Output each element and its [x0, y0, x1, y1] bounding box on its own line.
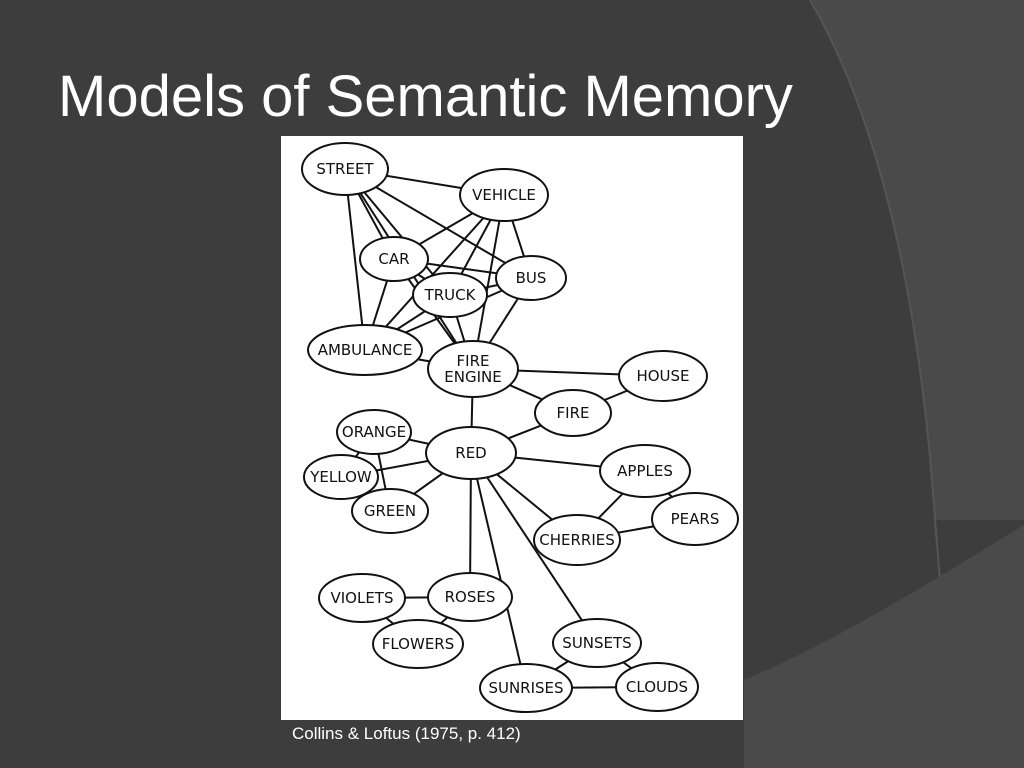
slide-title: Models of Semantic Memory	[58, 64, 793, 129]
node-ellipse-orange	[336, 409, 412, 455]
node-green: GREEN	[351, 488, 429, 534]
semantic-network-diagram: STREETVEHICLECARBUSTRUCKAMBULANCEFIREENG…	[301, 142, 739, 713]
node-flowers: FLOWERS	[372, 619, 464, 669]
background-curve-bottom	[744, 525, 1024, 768]
node-ellipse-apples	[599, 444, 691, 498]
node-pears: PEARS	[651, 492, 739, 546]
node-ellipse-vehicle	[459, 168, 549, 222]
node-ellipse-sunsets	[552, 618, 642, 668]
node-label-ambulance: AMBULANCE	[318, 341, 413, 359]
node-label-roses: ROSES	[445, 588, 496, 606]
node-label-truck: TRUCK	[424, 286, 477, 304]
node-sunrises: SUNRISES	[479, 663, 573, 713]
node-label-fire-engine-2: ENGINE	[444, 368, 501, 386]
node-ellipse-yellow	[303, 454, 379, 500]
node-ellipse-house	[618, 350, 708, 402]
node-label-fire-engine-1: FIRE	[457, 352, 490, 370]
node-label-cherries: CHERRIES	[539, 531, 615, 549]
edge-red-sunrises	[470, 452, 527, 689]
node-ellipse-ambulance	[307, 324, 423, 376]
node-label-orange: ORANGE	[342, 423, 406, 441]
node-ellipse-car	[359, 236, 429, 282]
node-ellipse-red	[425, 426, 517, 480]
node-ellipse-fire	[534, 389, 612, 437]
node-label-fire: FIRE	[557, 404, 590, 422]
node-label-violets: VIOLETS	[330, 589, 393, 607]
node-truck: TRUCK	[412, 272, 488, 318]
edge-street-ambulance	[344, 168, 366, 351]
node-ellipse-pears	[651, 492, 739, 546]
node-ellipse-violets	[318, 573, 406, 623]
node-ellipse-bus	[495, 255, 567, 301]
node-ellipse-clouds	[615, 662, 699, 712]
node-label-green: GREEN	[364, 502, 416, 520]
node-label-yellow: YELLOW	[309, 468, 372, 486]
node-label-flowers: FLOWERS	[382, 635, 455, 653]
node-ellipse-truck	[412, 272, 488, 318]
edge-vehicle-ambulance	[364, 194, 505, 351]
edge-vehicle-fire-engine	[472, 194, 505, 370]
node-orange: ORANGE	[336, 409, 412, 455]
node-ellipse-cherries	[533, 514, 621, 566]
figure-caption: Collins & Loftus (1975, p. 412)	[292, 724, 521, 743]
node-ellipse-fire-engine	[427, 340, 519, 398]
node-bus: BUS	[495, 255, 567, 301]
node-ellipse-sunrises	[479, 663, 573, 713]
background-curve-right	[810, 0, 1024, 520]
node-ellipse-flowers	[372, 619, 464, 669]
node-car: CAR	[359, 236, 429, 282]
node-cherries: CHERRIES	[533, 514, 621, 566]
node-label-sunsets: SUNSETS	[562, 634, 631, 652]
node-label-red: RED	[455, 444, 486, 462]
node-violets: VIOLETS	[318, 573, 406, 623]
node-label-vehicle: VEHICLE	[472, 186, 536, 204]
node-street: STREET	[301, 142, 389, 196]
node-label-sunrises: SUNRISES	[488, 679, 563, 697]
node-label-pears: PEARS	[671, 510, 720, 528]
edge-red-sunsets	[470, 452, 598, 644]
node-ellipse-street	[301, 142, 389, 196]
node-label-car: CAR	[378, 250, 409, 268]
node-vehicle: VEHICLE	[459, 168, 549, 222]
node-house: HOUSE	[618, 350, 708, 402]
node-layer: STREETVEHICLECARBUSTRUCKAMBULANCEFIREENG…	[301, 142, 739, 713]
node-red: RED	[425, 426, 517, 480]
node-yellow: YELLOW	[303, 454, 379, 500]
node-ellipse-green	[351, 488, 429, 534]
node-label-apples: APPLES	[617, 462, 673, 480]
node-label-street: STREET	[316, 160, 374, 178]
node-fire: FIRE	[534, 389, 612, 437]
node-clouds: CLOUDS	[615, 662, 699, 712]
node-label-bus: BUS	[516, 269, 547, 287]
node-apples: APPLES	[599, 444, 691, 498]
node-label-clouds: CLOUDS	[626, 678, 688, 696]
node-roses: ROSES	[427, 572, 513, 622]
node-ellipse-roses	[427, 572, 513, 622]
node-ambulance: AMBULANCE	[307, 324, 423, 376]
node-sunsets: SUNSETS	[552, 618, 642, 668]
node-label-house: HOUSE	[636, 367, 689, 385]
